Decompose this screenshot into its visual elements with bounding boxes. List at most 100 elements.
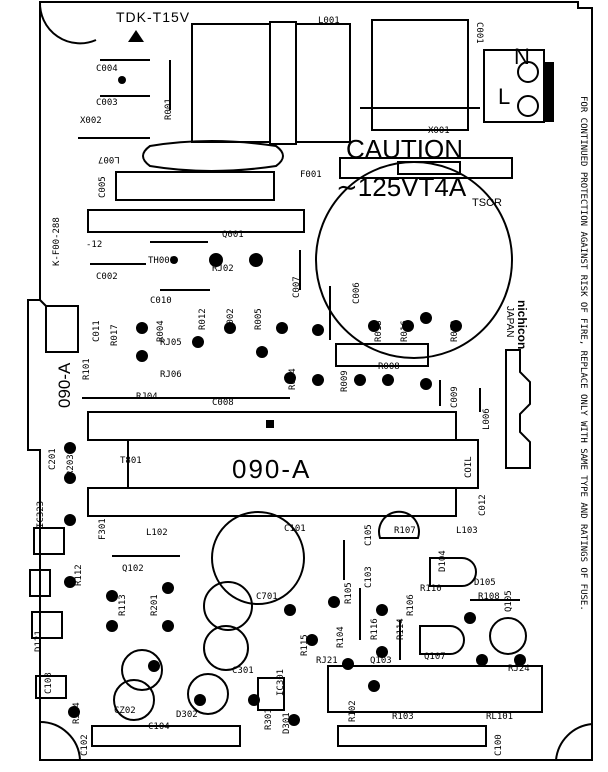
pad bbox=[312, 374, 324, 386]
label-C108: C108 bbox=[44, 672, 54, 694]
pad bbox=[368, 680, 380, 692]
capacitor-small-2 bbox=[203, 625, 249, 671]
caution-heading: CAUTION bbox=[346, 134, 463, 164]
pad bbox=[402, 320, 414, 332]
label-R013: R013 bbox=[374, 320, 384, 342]
label-R201: R201 bbox=[150, 594, 160, 616]
transistor-Q101 bbox=[378, 510, 420, 539]
label-C701: C701 bbox=[256, 592, 278, 602]
label-R301: R301 bbox=[264, 708, 274, 730]
label-D104: D104 bbox=[438, 550, 448, 572]
traces-lower bbox=[82, 380, 481, 412]
label-RJ05: RJ05 bbox=[160, 338, 182, 348]
label-R017: R017 bbox=[110, 324, 120, 346]
label-Q103: Q103 bbox=[370, 656, 392, 666]
label-L006: L006 bbox=[482, 408, 492, 430]
inductor-L007-bead bbox=[142, 140, 284, 172]
pad bbox=[170, 256, 178, 264]
label-R116: R116 bbox=[370, 618, 380, 640]
label-IC323: IC323 bbox=[36, 500, 46, 528]
label-D302: D302 bbox=[176, 710, 198, 720]
label-R112: R112 bbox=[74, 564, 84, 586]
pad bbox=[284, 604, 296, 616]
label-RJ24: RJ24 bbox=[508, 664, 530, 674]
label-TH001: TH001 bbox=[148, 256, 176, 266]
fuse-rating-text: 125VT4A bbox=[357, 172, 467, 202]
pad bbox=[106, 590, 118, 602]
label-RL101: RL101 bbox=[486, 712, 514, 722]
heatsink-bar bbox=[87, 209, 305, 233]
terminal-n-label: N bbox=[514, 44, 530, 69]
component-left-3 bbox=[31, 611, 63, 639]
label-D301: D301 bbox=[282, 712, 292, 734]
label-Q105: Q105 bbox=[504, 590, 514, 612]
pad bbox=[376, 646, 388, 658]
label-C105: C105 bbox=[364, 524, 374, 546]
pad bbox=[284, 372, 296, 384]
label-C201: C201 bbox=[48, 448, 58, 470]
label-R103: R103 bbox=[392, 712, 414, 722]
label-L103: L103 bbox=[456, 526, 478, 536]
label-R106: R106 bbox=[406, 594, 416, 616]
ic-IC323 bbox=[33, 527, 65, 555]
label-R102: R102 bbox=[348, 700, 358, 722]
label-F301: F301 bbox=[98, 518, 108, 540]
label-R114: R114 bbox=[396, 618, 406, 640]
pad bbox=[464, 612, 476, 624]
pad bbox=[376, 604, 388, 616]
part-code-left: 090-A bbox=[55, 362, 74, 408]
capacitor-main-electrolytic bbox=[315, 161, 513, 359]
pad bbox=[420, 378, 432, 390]
pad bbox=[248, 694, 260, 706]
corner-cutout-bottom-left bbox=[39, 720, 81, 761]
pad bbox=[136, 322, 148, 334]
component-Q102-round bbox=[489, 617, 527, 655]
capacitor-C100-body bbox=[337, 725, 487, 747]
label-C101: C101 bbox=[284, 524, 306, 534]
pad bbox=[476, 654, 488, 666]
pad bbox=[249, 253, 263, 267]
label-RJ21: RJ21 bbox=[316, 656, 338, 666]
capacitor-C901-body bbox=[371, 19, 469, 131]
label-F001: F001 bbox=[300, 170, 322, 180]
label-C011: C011 bbox=[92, 320, 102, 342]
label-C100: C100 bbox=[494, 734, 504, 756]
relay-RL101 bbox=[327, 665, 543, 713]
label-R016: R016 bbox=[400, 320, 410, 342]
resistor-R008-box bbox=[335, 343, 429, 367]
label-X001: X001 bbox=[428, 126, 450, 136]
capacitor-C005-body bbox=[115, 171, 275, 201]
transformer-T801-bottom bbox=[87, 487, 457, 517]
model-name: TDK-T15V bbox=[116, 9, 191, 25]
label-X002: X002 bbox=[80, 116, 102, 126]
label-C102: C102 bbox=[80, 734, 90, 756]
capacitor-small-1 bbox=[203, 581, 253, 631]
label-D121: D121 bbox=[34, 630, 44, 652]
label-COIL: COIL bbox=[464, 456, 474, 478]
label-C007: C007 bbox=[292, 276, 302, 298]
pad bbox=[306, 634, 318, 646]
pad bbox=[162, 582, 174, 594]
capacitor-small-3 bbox=[121, 649, 163, 691]
pad bbox=[148, 660, 160, 672]
capacitor-C104-body bbox=[91, 725, 241, 747]
part-code: 090-A bbox=[232, 454, 312, 484]
pad bbox=[276, 322, 288, 334]
coil-outline bbox=[505, 349, 531, 469]
pad bbox=[354, 374, 366, 386]
terminal-l-hole bbox=[517, 95, 539, 117]
board-code: K-F00-288 bbox=[52, 217, 62, 266]
label-R203: R203 bbox=[66, 454, 76, 476]
pad bbox=[192, 336, 204, 348]
label-D002: D002 bbox=[226, 308, 236, 330]
label-RJ14: RJ14 bbox=[72, 702, 82, 724]
label-C002: C002 bbox=[96, 272, 118, 282]
label-R009: R009 bbox=[340, 370, 350, 392]
pad bbox=[64, 514, 76, 526]
label-RJ04: RJ04 bbox=[136, 392, 158, 402]
tscr-label: TSCR bbox=[472, 197, 502, 209]
pad bbox=[106, 620, 118, 632]
ic-IC301 bbox=[257, 677, 285, 711]
label-D105: D105 bbox=[474, 578, 496, 588]
